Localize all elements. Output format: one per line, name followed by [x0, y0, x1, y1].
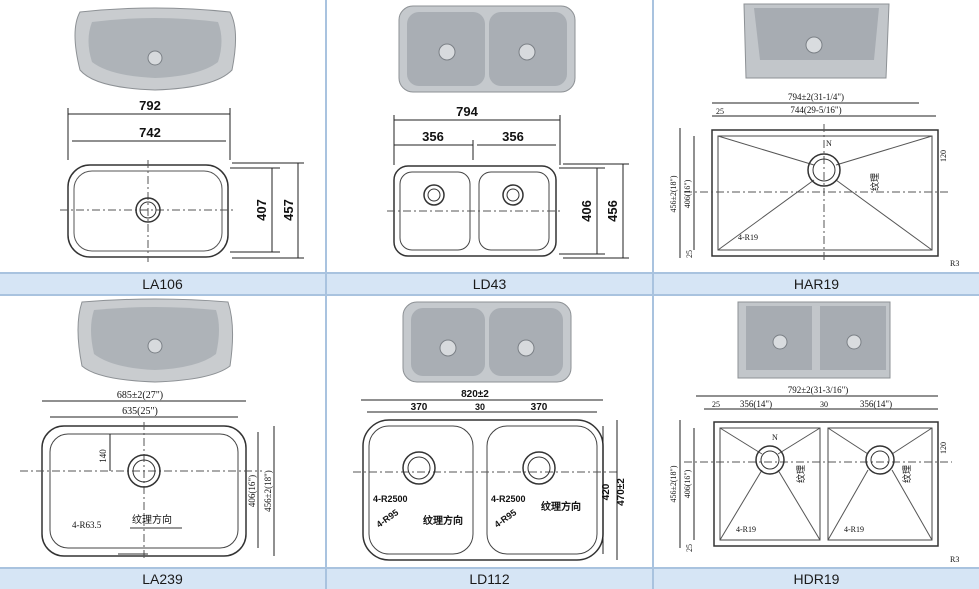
outer-width: 794±2(31-1/4") [788, 92, 844, 102]
texture-label: 纹理方向 [132, 513, 172, 526]
sink-outline [713, 421, 939, 547]
bowl-gap: 30 [475, 402, 485, 412]
radius-right: 4-R19 [844, 525, 864, 534]
radius-95-right: 4-R95 [492, 507, 518, 529]
corner-radius: R3 [950, 555, 959, 564]
outer-height: 456 [605, 200, 620, 222]
outer-height: 456±2(18") [669, 175, 678, 212]
bowl-left: 356(14") [740, 399, 772, 409]
texture-label-right: 纹理 [901, 465, 912, 483]
sink-outline [711, 129, 939, 257]
model-label-la239: LA239 [0, 569, 325, 589]
north-mark: N [772, 433, 778, 442]
model-label-ld112: LD112 [327, 569, 652, 589]
sink-photo [74, 7, 236, 91]
radius-2500-left: 4-R2500 [373, 494, 408, 504]
radius-label: 4-R19 [738, 233, 758, 242]
cell-ld112[interactable]: 820±2 370 30 370 4-R2500 4-R2500 4-R95 4… [327, 296, 652, 567]
cell-hdr19[interactable]: 792±2(31-3/16") 25 356(14") 30 356(14") … [654, 296, 979, 567]
bowl-gap: 30 [820, 400, 828, 409]
sink-photo [743, 3, 890, 79]
outer-height: 470±2 [616, 478, 627, 506]
outer-height: 457 [281, 199, 296, 221]
inner-height: 407 [254, 199, 269, 221]
north-mark: N [826, 139, 832, 148]
outer-width: 794 [456, 104, 478, 119]
sink-outline [362, 419, 604, 561]
bottom-margin: 25 [685, 250, 694, 258]
inner-height: 406(16") [683, 179, 692, 208]
inner-height: 406(16") [247, 475, 257, 507]
model-label-ld43: LD43 [327, 274, 652, 294]
cell-har19[interactable]: 794±2(31-1/4") 744(29-5/16") 25 N 纹理 4-R… [654, 0, 979, 272]
model-label-har19: HAR19 [654, 274, 979, 294]
edge-margin: 25 [712, 400, 720, 409]
bowl-left: 356 [422, 129, 444, 144]
drain-offset: 140 [98, 449, 108, 463]
outer-height: 456±2(18") [669, 465, 678, 502]
hdr19-drawing: 792±2(31-3/16") 25 356(14") 30 356(14") … [669, 301, 959, 564]
outer-width: 685±2(27") [117, 390, 163, 401]
inner-width: 742 [139, 125, 161, 140]
model-label-la106: LA106 [0, 274, 325, 294]
radius-label: 4-R63.5 [72, 520, 102, 530]
right-dim: 120 [939, 150, 948, 162]
right-dim: 120 [939, 442, 948, 454]
inner-height: 406(16") [683, 469, 692, 498]
har19-drawing: 794±2(31-1/4") 744(29-5/16") 25 N 纹理 4-R… [669, 3, 959, 268]
inner-height: 406 [579, 200, 594, 222]
ld43-drawing: 794 356 356 406 456 [387, 5, 629, 259]
texture-label-right: 纹理方向 [541, 500, 581, 513]
ld112-drawing: 820±2 370 30 370 4-R2500 4-R2500 4-R95 4… [353, 301, 627, 561]
outer-width: 792±2(31-3/16") [788, 385, 849, 395]
outer-width: 820±2 [461, 389, 489, 400]
texture-label-left: 纹理 [795, 465, 806, 483]
outer-width: 792 [139, 98, 161, 113]
sink-photo [402, 301, 572, 383]
inner-height: 420 [601, 483, 612, 500]
corner-radius: R3 [950, 259, 959, 268]
bowl-left: 370 [411, 402, 428, 413]
texture-label-left: 纹理方向 [423, 514, 463, 527]
sink-photo [77, 298, 234, 383]
outer-height: 456±2(18") [263, 470, 273, 512]
model-label-hdr19: HDR19 [654, 569, 979, 589]
bowl-right: 356 [502, 129, 524, 144]
sink-photo [398, 5, 576, 93]
radius-95-left: 4-R95 [374, 507, 400, 529]
bowl-right: 370 [531, 402, 548, 413]
sink-photo [737, 301, 891, 379]
la106-drawing: 792 742 407 457 [60, 7, 304, 262]
inner-width: 635(25") [122, 406, 158, 417]
edge-margin: 25 [716, 107, 724, 116]
cell-la239[interactable]: 685±2(27") 635(25") 140 4-R63.5 纹理方向 406… [0, 296, 325, 567]
la239-drawing: 685±2(27") 635(25") 140 4-R63.5 纹理方向 406… [20, 298, 275, 558]
bowl-right: 356(14") [860, 399, 892, 409]
cell-ld43[interactable]: 794 356 356 406 456 [327, 0, 652, 272]
radius-left: 4-R19 [736, 525, 756, 534]
cell-la106[interactable]: 792 742 407 457 [0, 0, 325, 272]
inner-width: 744(29-5/16") [790, 105, 841, 115]
radius-2500-right: 4-R2500 [491, 494, 526, 504]
texture-label: 纹理 [869, 173, 880, 191]
bottom-margin: 25 [685, 544, 694, 552]
